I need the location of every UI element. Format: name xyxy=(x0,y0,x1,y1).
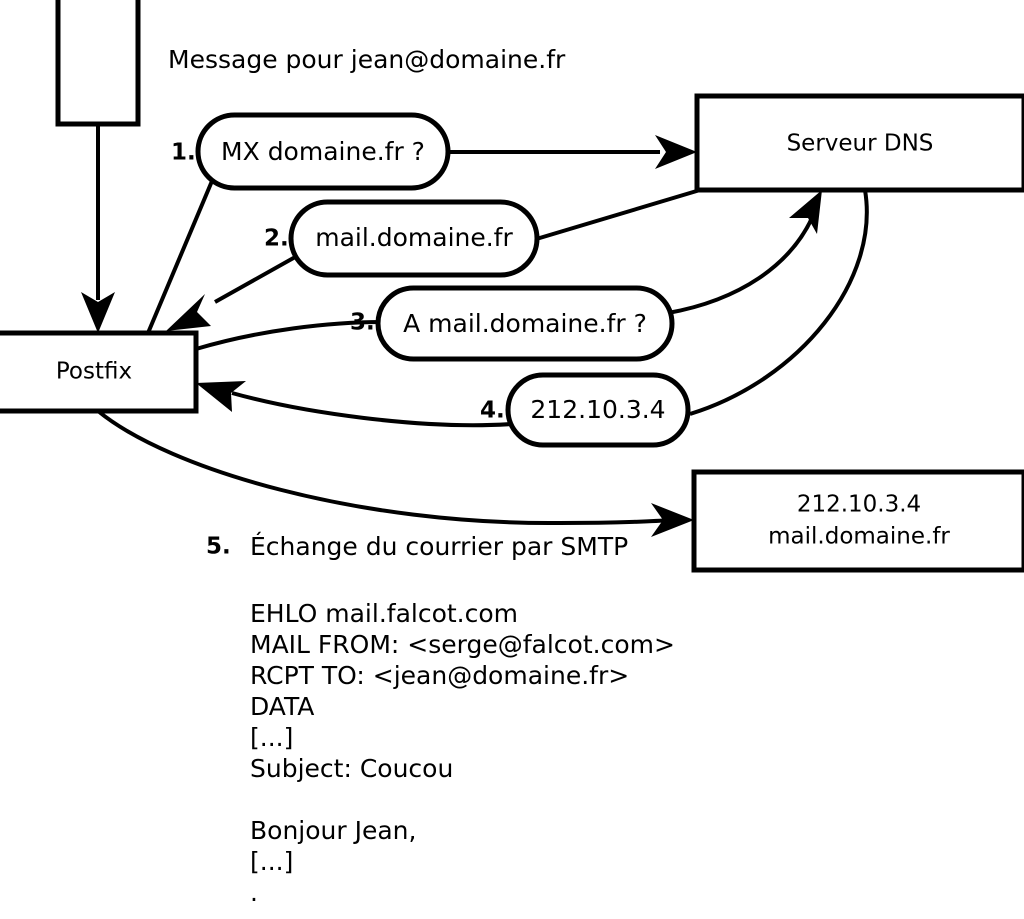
remote-mx-host-label: mail.domaine.fr xyxy=(768,524,950,550)
node-remote-mx: 212.10.3.4 mail.domaine.fr xyxy=(691,469,1024,573)
node-mail-client xyxy=(55,0,141,127)
step-5-label: Échange du courrier par SMTP xyxy=(250,532,628,561)
node-postfix: Postfix xyxy=(0,330,199,414)
bubble-step-4: 212.10.3.4 xyxy=(505,372,691,448)
edge-step4-bubble-to-postfix xyxy=(196,381,513,428)
smtp-transcript: EHLO mail.falcot.com MAIL FROM: <serge@f… xyxy=(250,599,675,907)
edge-client-to-postfix xyxy=(81,124,115,333)
transcript-line-5: Subject: Coucou xyxy=(250,754,453,783)
bubble-step-4-label: 212.10.3.4 xyxy=(530,395,665,424)
node-dns-server: Serveur DNS xyxy=(694,93,1024,193)
transcript-line-3: DATA xyxy=(250,692,314,721)
step-number-1: 1. xyxy=(171,140,196,166)
header-message-label: Message pour jean@domaine.fr xyxy=(168,45,566,74)
transcript-line-7: Bonjour Jean, xyxy=(250,816,416,845)
edge-step2-dns-to-bubble xyxy=(532,188,701,242)
dns-server-label: Serveur DNS xyxy=(787,131,934,157)
edge-step1-bubble-to-dns xyxy=(446,135,697,169)
edge-step4-dns-to-bubble xyxy=(689,189,869,416)
edge-step2-bubble-to-postfix xyxy=(166,254,298,331)
step-number-2: 2. xyxy=(264,226,289,252)
transcript-line-4: [...] xyxy=(250,723,293,752)
transcript-line-0: EHLO mail.falcot.com xyxy=(250,599,518,628)
postfix-label: Postfix xyxy=(56,359,132,385)
bubble-step-3-label: A mail.domaine.fr ? xyxy=(403,309,647,338)
remote-mx-ip-label: 212.10.3.4 xyxy=(797,492,921,518)
bubble-step-2: mail.domaine.fr xyxy=(288,199,540,278)
edge-step3-postfix-to-bubble xyxy=(195,320,383,351)
step-number-3: 3. xyxy=(350,310,375,336)
step-number-5: 5. xyxy=(206,534,231,560)
bubble-step-1: MX domaine.fr ? xyxy=(195,112,451,191)
transcript-line-1: MAIL FROM: <serge@falcot.com> xyxy=(250,630,675,659)
step-number-4: 4. xyxy=(480,398,505,424)
transcript-line-9: . xyxy=(250,878,258,907)
edge-step5-postfix-to-remote xyxy=(96,409,694,537)
bubble-step-1-label: MX domaine.fr ? xyxy=(221,137,425,166)
transcript-line-2: RCPT TO: <jean@domaine.fr> xyxy=(250,661,629,690)
edge-step3-bubble-to-dns xyxy=(667,190,822,315)
transcript-line-8: [...] xyxy=(250,847,293,876)
bubble-step-2-label: mail.domaine.fr xyxy=(315,223,513,252)
bubble-step-3: A mail.domaine.fr ? xyxy=(375,285,675,362)
edge-step1-postfix-to-bubble xyxy=(146,180,214,334)
